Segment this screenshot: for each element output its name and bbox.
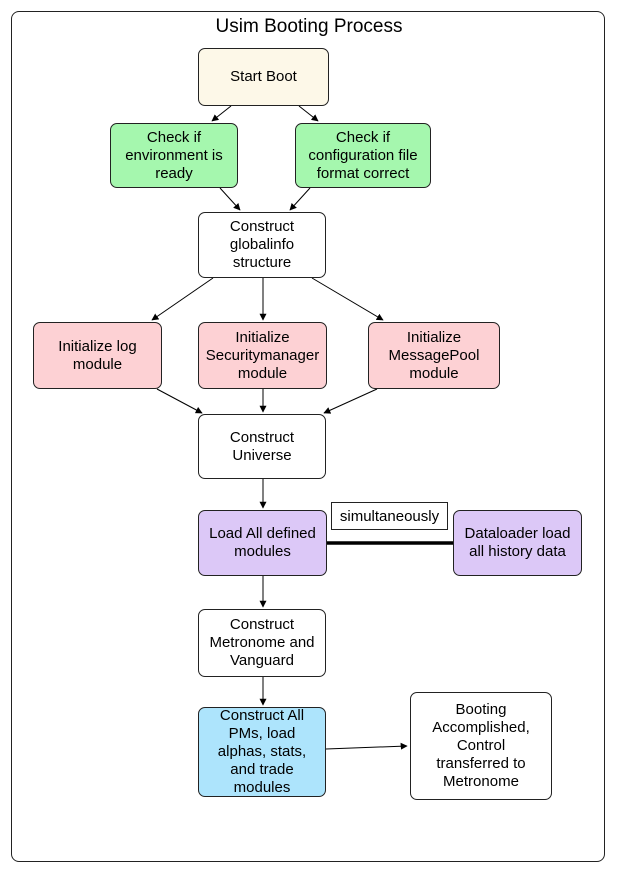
arrow-env-to-globalinfo <box>219 187 241 211</box>
arrow-log-to-universe <box>156 388 203 414</box>
arrow-globalinfo-to-msgpool <box>311 277 384 321</box>
node-init-securitymanager: Initialize Securitymanager module <box>198 322 327 389</box>
arrow-globalinfo-to-log <box>151 277 214 321</box>
arrow-config-to-globalinfo <box>289 187 311 211</box>
arrow-pms-to-accomplished <box>325 742 408 750</box>
node-load-modules: Load All defined modules <box>198 510 327 576</box>
node-booting-accomplished: Booting Accomplished, Control transferre… <box>410 692 552 800</box>
diagram-title: Usim Booting Process <box>215 16 403 37</box>
node-init-log: Initialize log module <box>33 322 162 389</box>
arrow-start-to-env <box>211 105 232 122</box>
node-construct-metronome: Construct Metronome and Vanguard <box>198 609 326 677</box>
node-check-environment: Check if environment is ready <box>110 123 238 188</box>
node-start-boot: Start Boot <box>198 48 329 106</box>
arrow-start-to-config <box>298 105 319 122</box>
diagram-frame <box>11 11 605 862</box>
simultaneously-label: simultaneously <box>331 502 448 530</box>
node-construct-globalinfo: Construct globalinfo structure <box>198 212 326 278</box>
node-construct-pms: Construct All PMs, load alphas, stats, a… <box>198 707 326 797</box>
node-init-messagepool: Initialize MessagePool module <box>368 322 500 389</box>
node-construct-universe: Construct Universe <box>198 414 326 479</box>
node-check-config: Check if configuration file format corre… <box>295 123 431 188</box>
arrow-msgpool-to-universe <box>323 388 378 414</box>
node-dataloader: Dataloader load all history data <box>453 510 582 576</box>
